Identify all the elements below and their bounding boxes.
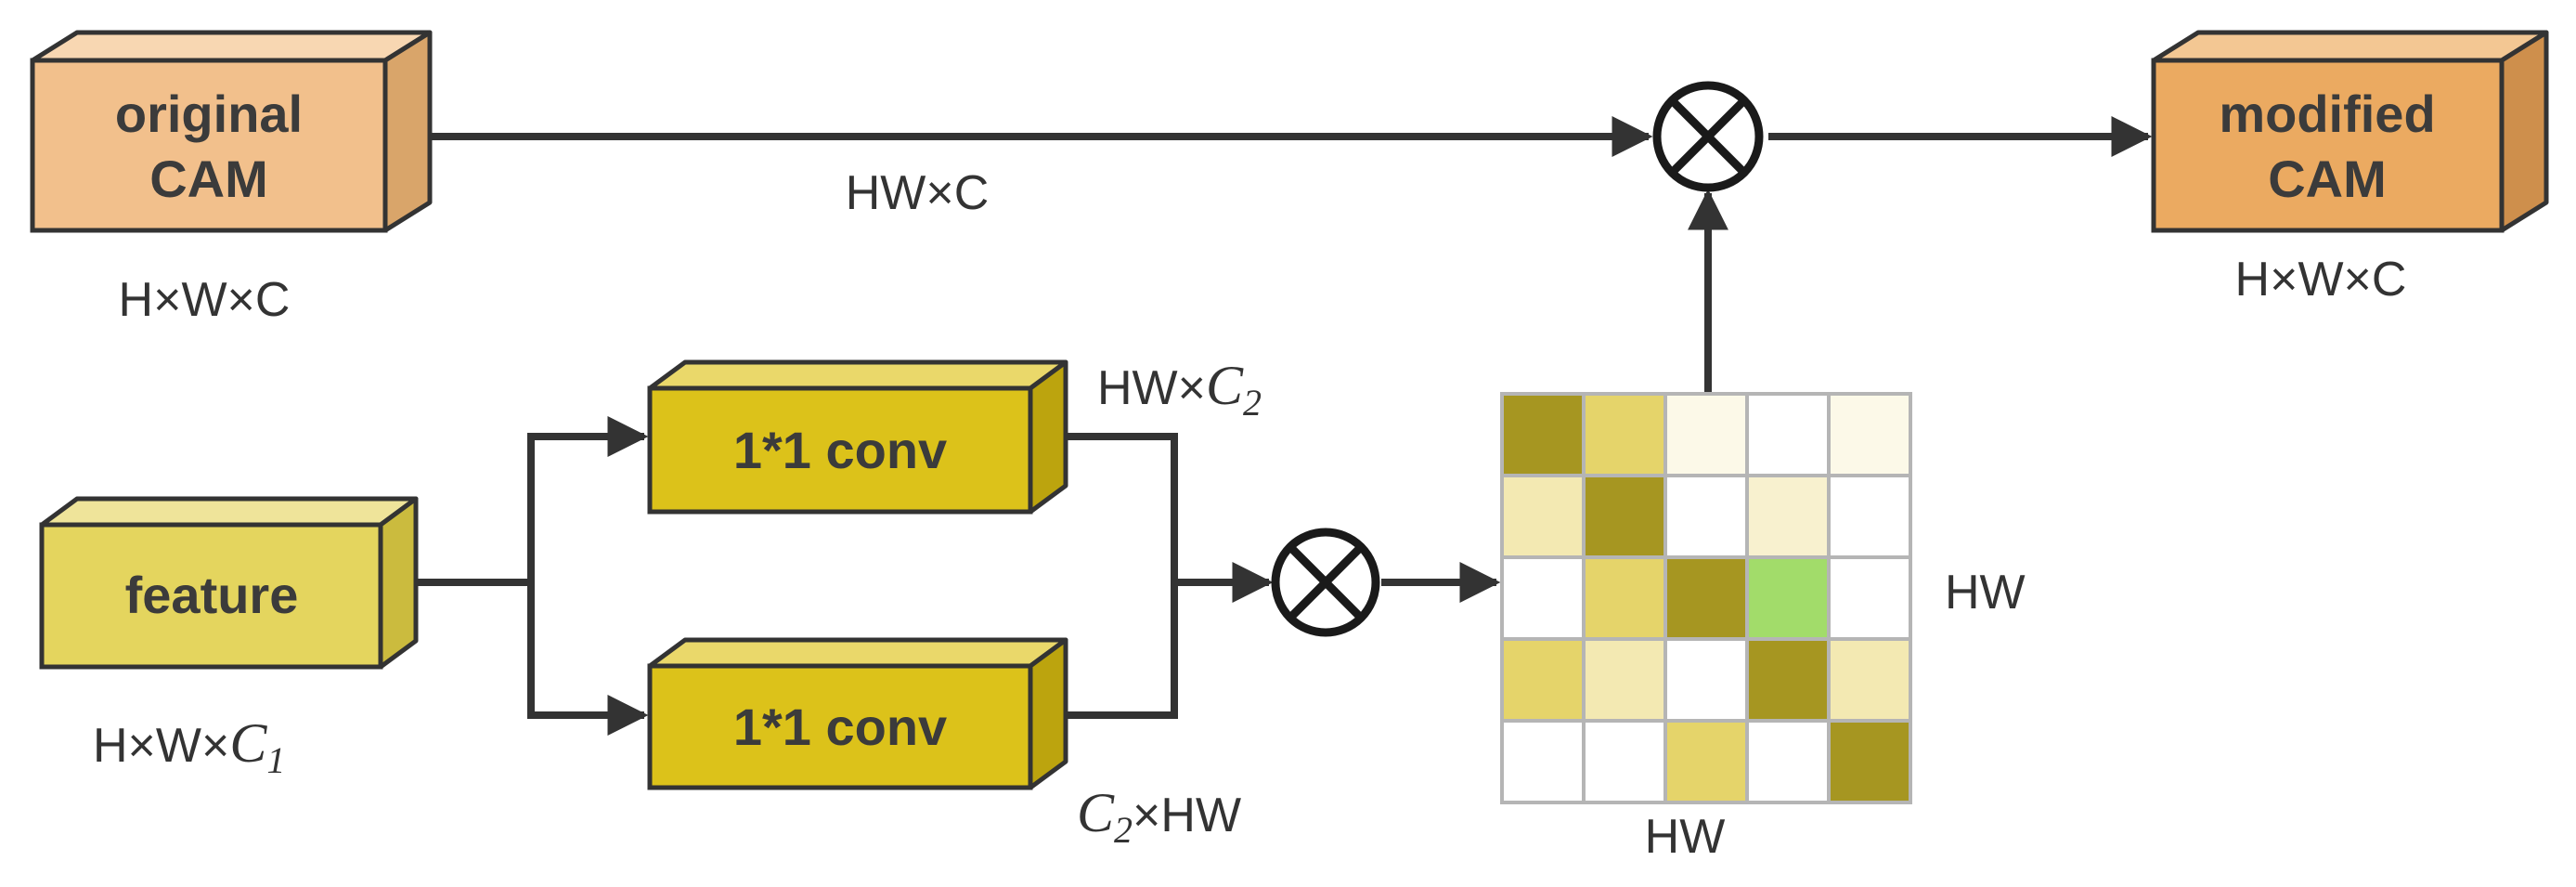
arrow-split-to-conv-bottom [527, 582, 649, 736]
conv-top-front-face [647, 385, 1033, 515]
conv-bottom-dims-subscript: 2 [1114, 809, 1133, 851]
arrow-split-to-conv-top [527, 416, 649, 582]
line-conv-top-to-merge [1066, 433, 1178, 582]
line-conv-bottom-to-merge [1066, 582, 1178, 719]
top-multiply-icon [1652, 81, 1764, 192]
matrix-cell-r5-c5 [1827, 719, 1912, 804]
feature-dims-symbol: C [229, 712, 267, 774]
matrix-cell-r5-c4 [1745, 719, 1831, 804]
matrix-cell-r1-c5 [1827, 392, 1912, 477]
matrix-cell-r5-c3 [1663, 719, 1749, 804]
conv-top-label: 1*1 conv [733, 421, 947, 479]
feature-front-face [39, 522, 383, 670]
matrix-cell-r1-c3 [1663, 392, 1749, 477]
matrix-bottom-dims: HW [1645, 810, 1726, 864]
matrix-cell-r3-c2 [1582, 555, 1667, 641]
matrix-cell-r4-c5 [1827, 637, 1912, 723]
feature-dims: H×W×C1 [93, 712, 285, 781]
conv-bottom-label: 1*1 conv [733, 698, 947, 756]
matrix-cell-r3-c3 [1663, 555, 1749, 641]
matrix-cell-r3-c1 [1500, 555, 1586, 641]
matrix-cell-r2-c3 [1663, 474, 1749, 559]
conv-bottom-box: 1*1 conv [647, 637, 1068, 790]
bottom-multiply-icon [1271, 528, 1380, 637]
modified-cam-label-line1: modified [2219, 85, 2435, 143]
top-arrow-dims: HW×C [846, 166, 990, 220]
original-cam-dims: H×W×C [119, 273, 291, 327]
conv-top-side-face [1028, 359, 1068, 515]
original-cam-side-face [382, 30, 433, 233]
matrix-cell-r1-c2 [1582, 392, 1667, 477]
modified-cam-side-face [2499, 30, 2549, 233]
original-cam-box: original CAM [30, 30, 433, 233]
matrix-cell-r3-c4 [1745, 555, 1831, 641]
original-cam-top-face [30, 30, 433, 63]
original-cam-label-line2: CAM [149, 150, 268, 208]
modified-cam-dims: H×W×C [2235, 253, 2407, 307]
conv-bottom-top-face [647, 637, 1068, 669]
matrix-cell-r5-c1 [1500, 719, 1586, 804]
matrix-cell-r4-c4 [1745, 637, 1831, 723]
conv-top-dims-symbol: C [1206, 355, 1244, 416]
matrix-cell-r4-c2 [1582, 637, 1667, 723]
conv-bottom-side-face [1028, 637, 1068, 790]
conv-bottom-dims-symbol: C [1077, 782, 1115, 843]
matrix-cell-r1-c4 [1745, 392, 1831, 477]
modified-cam-top-face [2151, 30, 2549, 63]
matrix-cell-r5-c2 [1582, 719, 1667, 804]
modified-cam-label-line2: CAM [2268, 150, 2387, 208]
original-cam-front-face [30, 58, 388, 233]
feature-box: feature [39, 496, 419, 670]
affinity-matrix [1500, 392, 1912, 804]
matrix-cell-r2-c1 [1500, 474, 1586, 559]
feature-side-face [378, 496, 419, 670]
conv-top-dims-prefix: HW× [1097, 361, 1206, 415]
matrix-cell-r4-c3 [1663, 637, 1749, 723]
feature-dims-prefix: H×W× [93, 719, 229, 773]
conv-top-dims-subscript: 2 [1243, 382, 1262, 424]
matrix-cell-r2-c4 [1745, 474, 1831, 559]
matrix-right-dims: HW [1945, 566, 2026, 620]
feature-dims-subscript: 1 [266, 739, 285, 781]
conv-top-box: 1*1 conv [647, 359, 1068, 515]
modified-cam-box: modified CAM [2151, 30, 2549, 233]
modified-cam-front-face [2151, 58, 2505, 233]
feature-label: feature [125, 566, 299, 624]
conv-top-dims: HW×C2 [1097, 355, 1262, 424]
matrix-cell-r3-c5 [1827, 555, 1912, 641]
original-cam-label-line1: original [115, 85, 303, 143]
matrix-cell-r2-c2 [1582, 474, 1667, 559]
matrix-cell-r2-c5 [1827, 474, 1912, 559]
conv-bottom-dims: C2×HW [1077, 782, 1241, 851]
conv-top-top-face [647, 359, 1068, 391]
matrix-cell-r4-c1 [1500, 637, 1586, 723]
feature-top-face [39, 496, 419, 528]
conv-bottom-front-face [647, 663, 1033, 790]
matrix-cell-r1-c1 [1500, 392, 1586, 477]
conv-bottom-dims-suffix: ×HW [1133, 789, 1241, 842]
